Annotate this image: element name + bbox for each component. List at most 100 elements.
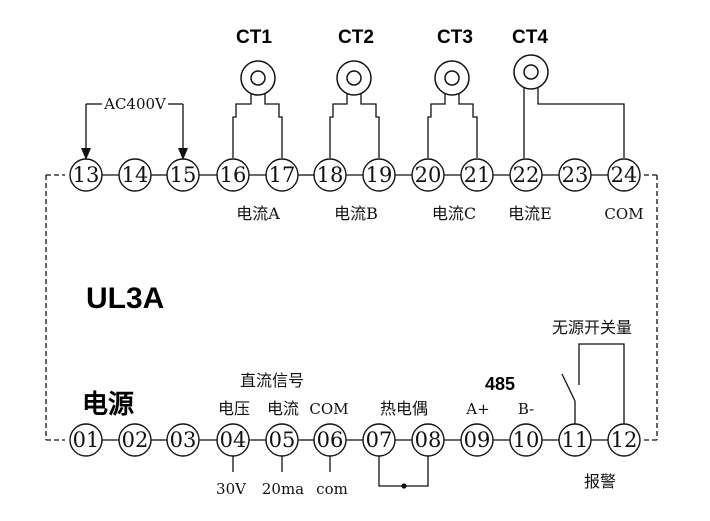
terminal-circle (460, 423, 494, 457)
passive-switch (561, 343, 625, 424)
current-label: 电流 (267, 399, 299, 418)
terminal-number: 17 (269, 163, 296, 187)
com-bottom-label: COM (309, 400, 348, 418)
20ma-label: 20ma (262, 480, 304, 498)
com-lower-label: com (316, 480, 348, 498)
ac400v-bracket: AC400V (81, 95, 188, 160)
terminal-number: 11 (562, 428, 589, 452)
terminal-circle (509, 423, 543, 457)
terminal-number: 02 (122, 428, 149, 452)
ct4-sensor: CT4 (512, 27, 625, 158)
ct4-label: CT4 (512, 27, 548, 48)
terminal-number: 14 (122, 163, 149, 187)
terminal-number: 08 (415, 428, 442, 452)
bottom-terminal-row: 01 02 03 04 05 06 07 08 09 10 11 12 (69, 423, 641, 457)
current-b-label: 电流B (334, 204, 378, 223)
terminal-number: 18 (317, 163, 344, 187)
power-label: 电源 (82, 389, 134, 419)
terminal-19: 19 (362, 158, 396, 192)
terminal-circle (216, 158, 250, 192)
terminal-circle (558, 158, 592, 192)
terminal-15: 15 (166, 158, 200, 192)
terminal-number: 01 (73, 428, 100, 452)
ct2-label: CT2 (338, 27, 374, 48)
terminal-16: 16 (216, 158, 250, 192)
terminal-number: 13 (73, 163, 100, 187)
ct3-sensor: CT3 (427, 27, 478, 158)
terminal-09: 09 (460, 423, 494, 457)
terminal-number: 03 (170, 428, 197, 452)
30v-label: 30V (216, 480, 247, 498)
ct2-sensor: CT2 (329, 27, 380, 158)
terminal-20: 20 (411, 158, 445, 192)
terminal-number: 16 (220, 163, 247, 187)
terminal-10: 10 (509, 423, 543, 457)
ac400v-label: AC400V (103, 95, 167, 113)
thermocouple-junction (378, 456, 429, 489)
terminal-12: 12 (607, 423, 641, 457)
terminal-06: 06 (313, 423, 347, 457)
terminal-number: 23 (562, 163, 589, 187)
thermocouple-label: 热电偶 (380, 399, 428, 418)
terminal-circle (460, 158, 494, 192)
terminal-number: 24 (611, 163, 638, 187)
terminal-13: 13 (69, 158, 103, 192)
terminal-14: 14 (118, 158, 152, 192)
ct3-label: CT3 (437, 27, 473, 48)
terminal-number: 05 (269, 428, 296, 452)
ct1-label: CT1 (236, 27, 272, 48)
terminal-number: 07 (366, 428, 393, 452)
rs485-label: 485 (485, 374, 515, 394)
ct1-sensor: CT1 (232, 27, 283, 158)
terminal-circle (69, 423, 103, 457)
voltage-label: 电压 (218, 399, 250, 418)
terminal-02: 02 (118, 423, 152, 457)
alarm-label: 报警 (584, 472, 616, 491)
terminal-number: 06 (317, 428, 344, 452)
dc-signal-label: 直流信号 (240, 371, 304, 390)
terminal-circle (118, 158, 152, 192)
terminal-11: 11 (558, 423, 592, 457)
terminal-01: 01 (69, 423, 103, 457)
terminal-05: 05 (265, 423, 299, 457)
top-terminal-row: 13 14 15 16 17 18 19 20 21 22 23 24 (69, 158, 641, 192)
current-c-label: 电流C (432, 204, 476, 223)
outer-frame (45, 174, 658, 441)
signal-leads (232, 456, 331, 472)
terminal-circle (411, 158, 445, 192)
terminal-number: 09 (464, 428, 491, 452)
arrow-down-icon (81, 148, 91, 160)
terminal-number: 10 (513, 428, 540, 452)
b-minus-label: B- (518, 400, 534, 418)
current-a-label: 电流A (236, 204, 280, 223)
terminal-21: 21 (460, 158, 494, 192)
a-plus-label: A+ (465, 400, 489, 418)
com-top-label: COM (604, 205, 643, 223)
terminal-23: 23 (558, 158, 592, 192)
passive-switch-label: 无源开关量 (552, 318, 632, 337)
terminal-24: 24 (607, 158, 641, 192)
current-e-label: 电流E (508, 204, 552, 223)
terminal-circle (118, 423, 152, 457)
terminal-circle (265, 158, 299, 192)
terminal-circle (313, 158, 347, 192)
terminal-circle (362, 158, 396, 192)
terminal-number: 20 (415, 163, 442, 187)
terminal-circle (166, 423, 200, 457)
terminal-circle (509, 158, 543, 192)
terminal-08: 08 (411, 423, 445, 457)
terminal-number: 04 (220, 428, 247, 452)
terminal-circle (607, 158, 641, 192)
terminal-number: 12 (611, 428, 638, 452)
terminal-17: 17 (265, 158, 299, 192)
terminal-number: 19 (366, 163, 393, 187)
terminal-number: 21 (464, 163, 491, 187)
terminal-number: 15 (170, 163, 197, 187)
terminal-03: 03 (166, 423, 200, 457)
arrow-down-icon (178, 148, 188, 160)
terminal-22: 22 (509, 158, 543, 192)
terminal-04: 04 (216, 423, 250, 457)
model-label: UL3A (86, 282, 164, 315)
